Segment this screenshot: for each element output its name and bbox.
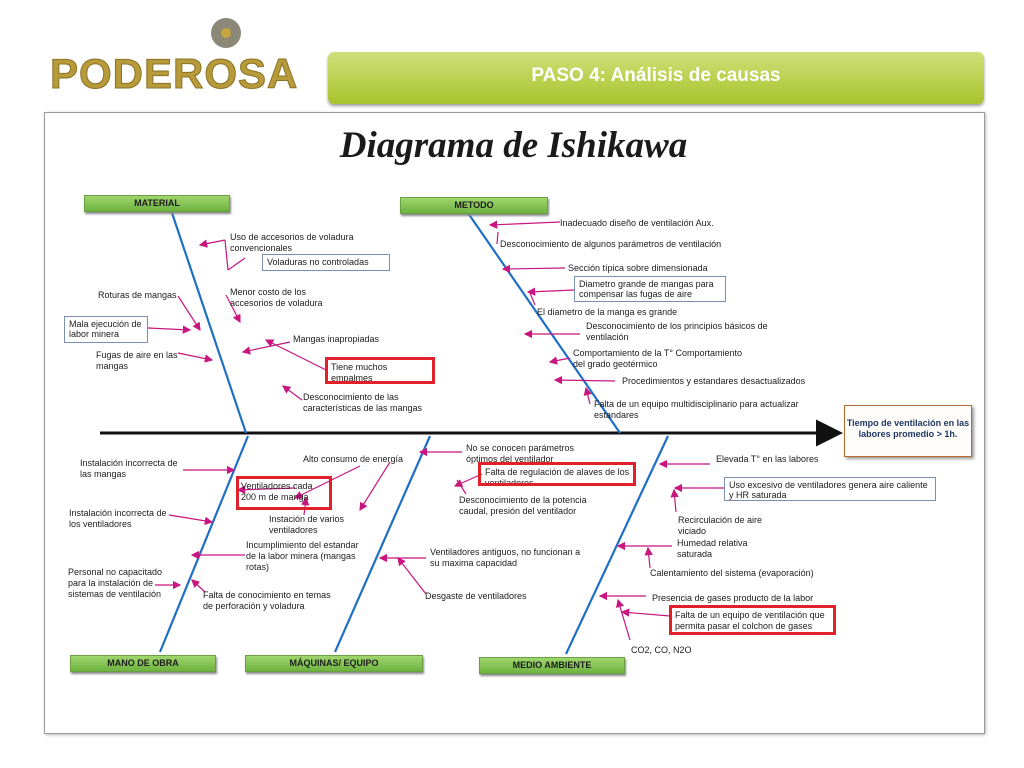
cause-label: Instalación incorrecta de las mangas bbox=[80, 458, 178, 479]
cause-label: Comportamiento de la T° Comportamiento d… bbox=[573, 348, 743, 369]
arrow bbox=[397, 557, 427, 595]
cause-label: Ventiladores cada 200 m de manga bbox=[241, 481, 313, 502]
cause-label: Menor costo de los accesorios de voladur… bbox=[230, 287, 323, 308]
cause-label: Incumplimiento del estandar de la labor … bbox=[246, 540, 359, 572]
category-mano-de-obra: MANO DE OBRA bbox=[70, 655, 216, 672]
highlight-frame bbox=[478, 462, 636, 486]
arrow bbox=[168, 514, 214, 525]
category-metodo: METODO bbox=[400, 197, 548, 214]
bone-material bbox=[170, 212, 248, 434]
arrow bbox=[496, 231, 499, 245]
arrow bbox=[282, 385, 303, 401]
cause-label: Roturas de mangas bbox=[98, 290, 177, 300]
arrow bbox=[616, 598, 631, 641]
arrow bbox=[293, 465, 361, 499]
highlight-frame bbox=[325, 357, 435, 384]
cause-label: Humedad relativa saturada bbox=[677, 538, 748, 559]
cause-label: Personal no capacitado para la instalaci… bbox=[68, 567, 163, 599]
arrow bbox=[264, 339, 327, 371]
cause-label: No se conocen parámetros óptimos del ven… bbox=[466, 443, 575, 464]
diagram-title: Diagrama de Ishikawa bbox=[339, 125, 688, 166]
cause-label: Desconocimiento de la potencia caudal, p… bbox=[459, 495, 587, 516]
cause-label: El diametro de la manga es grande bbox=[537, 307, 678, 317]
cause-label: Falta de conocimiento en temas de perfor… bbox=[203, 590, 331, 611]
highlight-frame bbox=[236, 476, 332, 510]
cause-label: Ventiladores antiguos, no funcionan a su… bbox=[430, 547, 581, 568]
arrow bbox=[177, 352, 214, 363]
logo-ring-icon bbox=[211, 18, 241, 48]
arrow bbox=[147, 325, 192, 334]
arrow bbox=[236, 485, 296, 494]
cause-label: Calentamiento del sistema (evaporación) bbox=[650, 568, 814, 578]
cause-label: Mangas inapropiadas bbox=[293, 334, 380, 344]
arrow bbox=[644, 546, 653, 569]
cause-label: Desconocimiento de los principios básico… bbox=[586, 321, 768, 342]
highlight-frame bbox=[669, 605, 836, 635]
cause-label: Fugas de aire en las mangas bbox=[96, 350, 178, 371]
arrow bbox=[224, 239, 229, 271]
arrow bbox=[553, 375, 616, 385]
cause-label: CO2, CO, N2O bbox=[631, 645, 692, 655]
slide-frame bbox=[44, 112, 985, 734]
cause-label: Instación de varios ventiladores bbox=[269, 514, 345, 535]
poderosa-logo: PODEROSA bbox=[49, 18, 320, 98]
category-medio-ambiente: MEDIO AMBIENTE bbox=[479, 657, 625, 674]
cause-label: Falta de un equipo de ventilación que pe… bbox=[675, 610, 825, 631]
arrow bbox=[177, 295, 201, 332]
cause-box: Uso excesivo de ventiladores genera aire… bbox=[724, 477, 936, 501]
step-banner: PASO 4: Análisis de causas bbox=[328, 52, 984, 104]
step-title: PASO 4: Análisis de causas bbox=[531, 65, 781, 86]
arrow bbox=[501, 264, 566, 274]
cause-label: Falta de un equipo multidisciplinario pa… bbox=[594, 399, 799, 420]
arrow bbox=[620, 608, 671, 617]
cause-label: Sección típica sobre dimensionada bbox=[568, 263, 708, 273]
cause-label: Instalación incorrecta de los ventilador… bbox=[69, 508, 167, 529]
cause-label: Desconocimiento de las características d… bbox=[303, 392, 423, 413]
bone-metodo bbox=[467, 212, 621, 434]
arrow bbox=[227, 257, 246, 271]
arrow bbox=[359, 461, 391, 512]
arrow bbox=[583, 386, 592, 405]
cause-label: Desgaste de ventiladores bbox=[425, 591, 527, 601]
arrow bbox=[241, 341, 291, 355]
bone-maquinas bbox=[333, 435, 432, 653]
arrow bbox=[529, 292, 536, 306]
arrow bbox=[198, 239, 226, 248]
cause-label: Alto consumo de energía bbox=[303, 454, 404, 464]
cause-label: Procedimientos y estandares desactualiza… bbox=[622, 376, 806, 386]
arrow bbox=[225, 294, 241, 324]
cause-label: Tiene muchos empalmes bbox=[331, 362, 388, 383]
arrow bbox=[191, 579, 206, 593]
cause-label: Inadecuado diseño de ventilación Aux. bbox=[560, 218, 714, 228]
arrow bbox=[488, 220, 561, 229]
arrow bbox=[670, 488, 679, 513]
arrow bbox=[548, 356, 571, 365]
category-maquinas: MÁQUINAS/ EQUIPO bbox=[245, 655, 423, 672]
logo-text: PODEROSA bbox=[49, 50, 299, 98]
cause-label: Uso de accesorios de voladura convencion… bbox=[230, 232, 354, 253]
cause-label: Elevada T° en las labores bbox=[716, 454, 819, 464]
arrow bbox=[300, 496, 310, 516]
cause-label: Presencia de gases producto de la labor bbox=[652, 593, 814, 603]
cause-box: Diametro grande de mangas para compensar… bbox=[574, 276, 726, 302]
arrow bbox=[526, 287, 575, 296]
category-material: MATERIAL bbox=[84, 195, 230, 212]
effect-box: Tiempo de ventilación en las labores pro… bbox=[844, 405, 972, 457]
arrow bbox=[456, 479, 467, 495]
cause-box: Mala ejecución de labor minera bbox=[64, 316, 148, 343]
cause-label: Desconocimiento de algunos parámetros de… bbox=[500, 239, 722, 249]
cause-box: Voladuras no controladas bbox=[262, 254, 390, 271]
cause-label: Recirculación de aire viciado bbox=[678, 515, 763, 536]
